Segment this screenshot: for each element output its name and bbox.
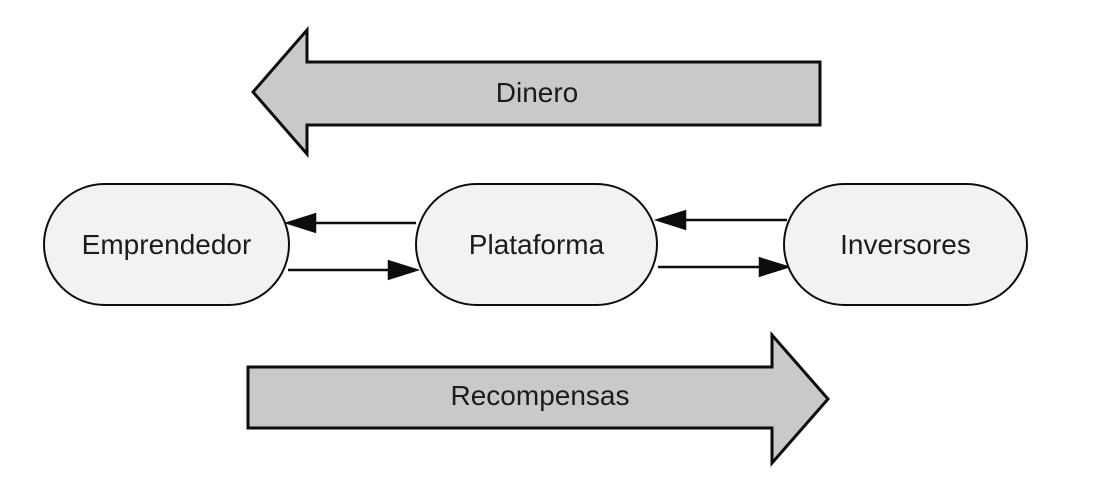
money-flow-arrow-left-icon	[251, 25, 822, 159]
arrowhead-right-inversores-icon	[758, 256, 792, 278]
money-flow-label: Dinero	[495, 77, 579, 108]
node-emprendedor: Emprendedor	[43, 183, 290, 306]
node-emprendedor-label: Emprendedor	[81, 228, 252, 260]
node-inversores-label: Inversores	[840, 228, 971, 260]
arrowhead-left-emprendedor-icon	[283, 212, 317, 234]
rewards-flow-arrow-right-icon	[246, 331, 830, 467]
arrowhead-right-plataforma-icon	[387, 259, 421, 281]
rewards-flow-label: Recompensas	[450, 380, 630, 411]
node-inversores: Inversores	[783, 183, 1028, 306]
node-plataforma: Plataforma	[415, 183, 658, 306]
arrowhead-left-plataforma-icon	[653, 209, 687, 231]
node-plataforma-label: Plataforma	[468, 228, 605, 260]
